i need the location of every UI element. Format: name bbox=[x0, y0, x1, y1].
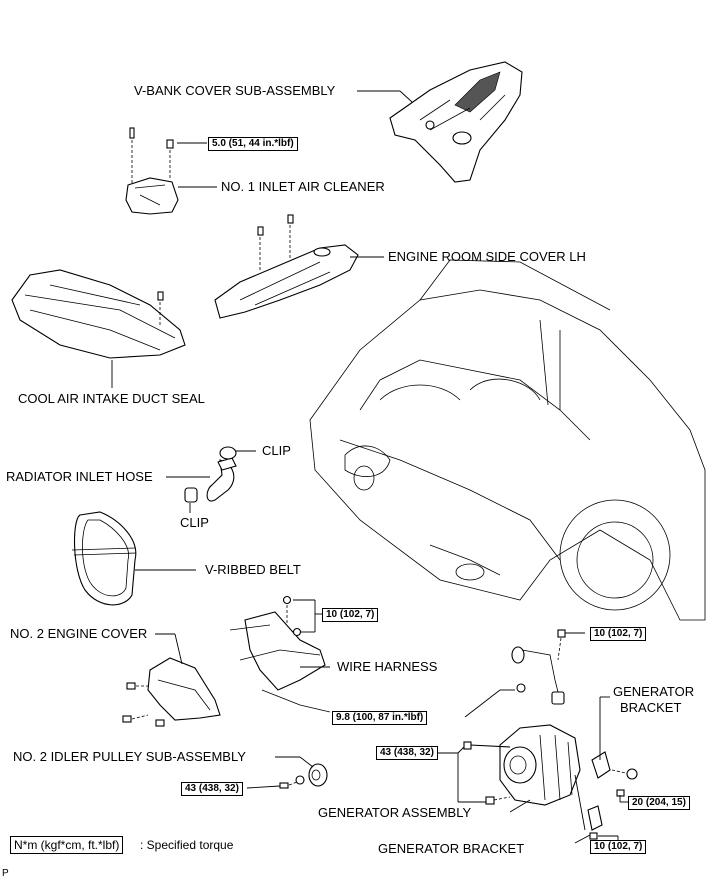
label-clip-top: CLIP bbox=[262, 443, 291, 458]
clip-top-part bbox=[219, 446, 237, 460]
label-engine-room-side-cover: ENGINE ROOM SIDE COVER LH bbox=[388, 249, 586, 264]
generator-bracket-right-part bbox=[591, 751, 638, 797]
radiator-inlet-hose-part bbox=[206, 457, 237, 502]
label-generator-bracket-right-1: GENERATOR bbox=[613, 684, 695, 699]
label-wire-harness: WIRE HARNESS bbox=[337, 659, 438, 674]
torque-idler-pulley: 43 (438, 32) bbox=[181, 782, 243, 796]
torque-bracket-bottom: 10 (102, 7) bbox=[590, 840, 647, 854]
label-cool-air-intake-duct-seal: COOL AIR INTAKE DUCT SEAL bbox=[18, 391, 205, 406]
corner-mark: P bbox=[2, 868, 9, 879]
cool-air-intake-duct-seal-part bbox=[11, 269, 186, 359]
torque-generator-top: 10 (102, 7) bbox=[590, 627, 647, 641]
label-v-ribbed-belt: V-RIBBED BELT bbox=[205, 562, 301, 577]
label-clip-bottom: CLIP bbox=[180, 515, 209, 530]
v-bank-cover-part bbox=[389, 61, 523, 183]
vehicle-front-outline bbox=[309, 259, 706, 621]
inlet-air-cleaner-part bbox=[125, 127, 179, 215]
label-radiator-inlet-hose: RADIATOR INLET HOSE bbox=[6, 469, 153, 484]
torque-generator-bolts: 43 (438, 32) bbox=[376, 746, 438, 760]
label-generator-bracket-bottom: GENERATOR BRACKET bbox=[378, 841, 525, 856]
legend-caption: : Specified torque bbox=[140, 838, 234, 852]
idler-pulley-part bbox=[279, 763, 328, 789]
torque-terminal-nut: 9.8 (100, 87 in.*lbf) bbox=[332, 711, 428, 725]
generator-bracket-bottom-part bbox=[587, 805, 603, 840]
engine-room-side-cover-part bbox=[214, 214, 359, 319]
label-inlet-air-cleaner: NO. 1 INLET AIR CLEANER bbox=[221, 179, 385, 194]
label-no2-engine-cover: NO. 2 ENGINE COVER bbox=[10, 626, 148, 641]
label-idler-pulley: NO. 2 IDLER PULLEY SUB-ASSEMBLY bbox=[13, 749, 246, 764]
torque-inlet-air-cleaner: 5.0 (51, 44 in.*lbf) bbox=[208, 137, 298, 151]
generator-terminal-part bbox=[511, 629, 566, 705]
clip-bottom-part bbox=[184, 487, 198, 503]
leader-lines bbox=[111, 90, 628, 844]
generator-assembly-part bbox=[463, 724, 581, 806]
wire-harness-part bbox=[229, 595, 331, 713]
legend-unit-box: N*m (kgf*cm, ft.*lbf) bbox=[10, 836, 124, 854]
torque-bracket: 20 (204, 15) bbox=[628, 796, 690, 810]
label-generator-assembly: GENERATOR ASSEMBLY bbox=[318, 805, 472, 820]
label-generator-bracket-right-2: BRACKET bbox=[620, 700, 682, 715]
label-v-bank-cover: V-BANK COVER SUB-ASSEMBLY bbox=[134, 83, 336, 98]
no2-engine-cover-part bbox=[122, 657, 221, 727]
torque-wire-harness: 10 (102, 7) bbox=[322, 608, 379, 622]
v-ribbed-belt-part bbox=[71, 511, 137, 606]
